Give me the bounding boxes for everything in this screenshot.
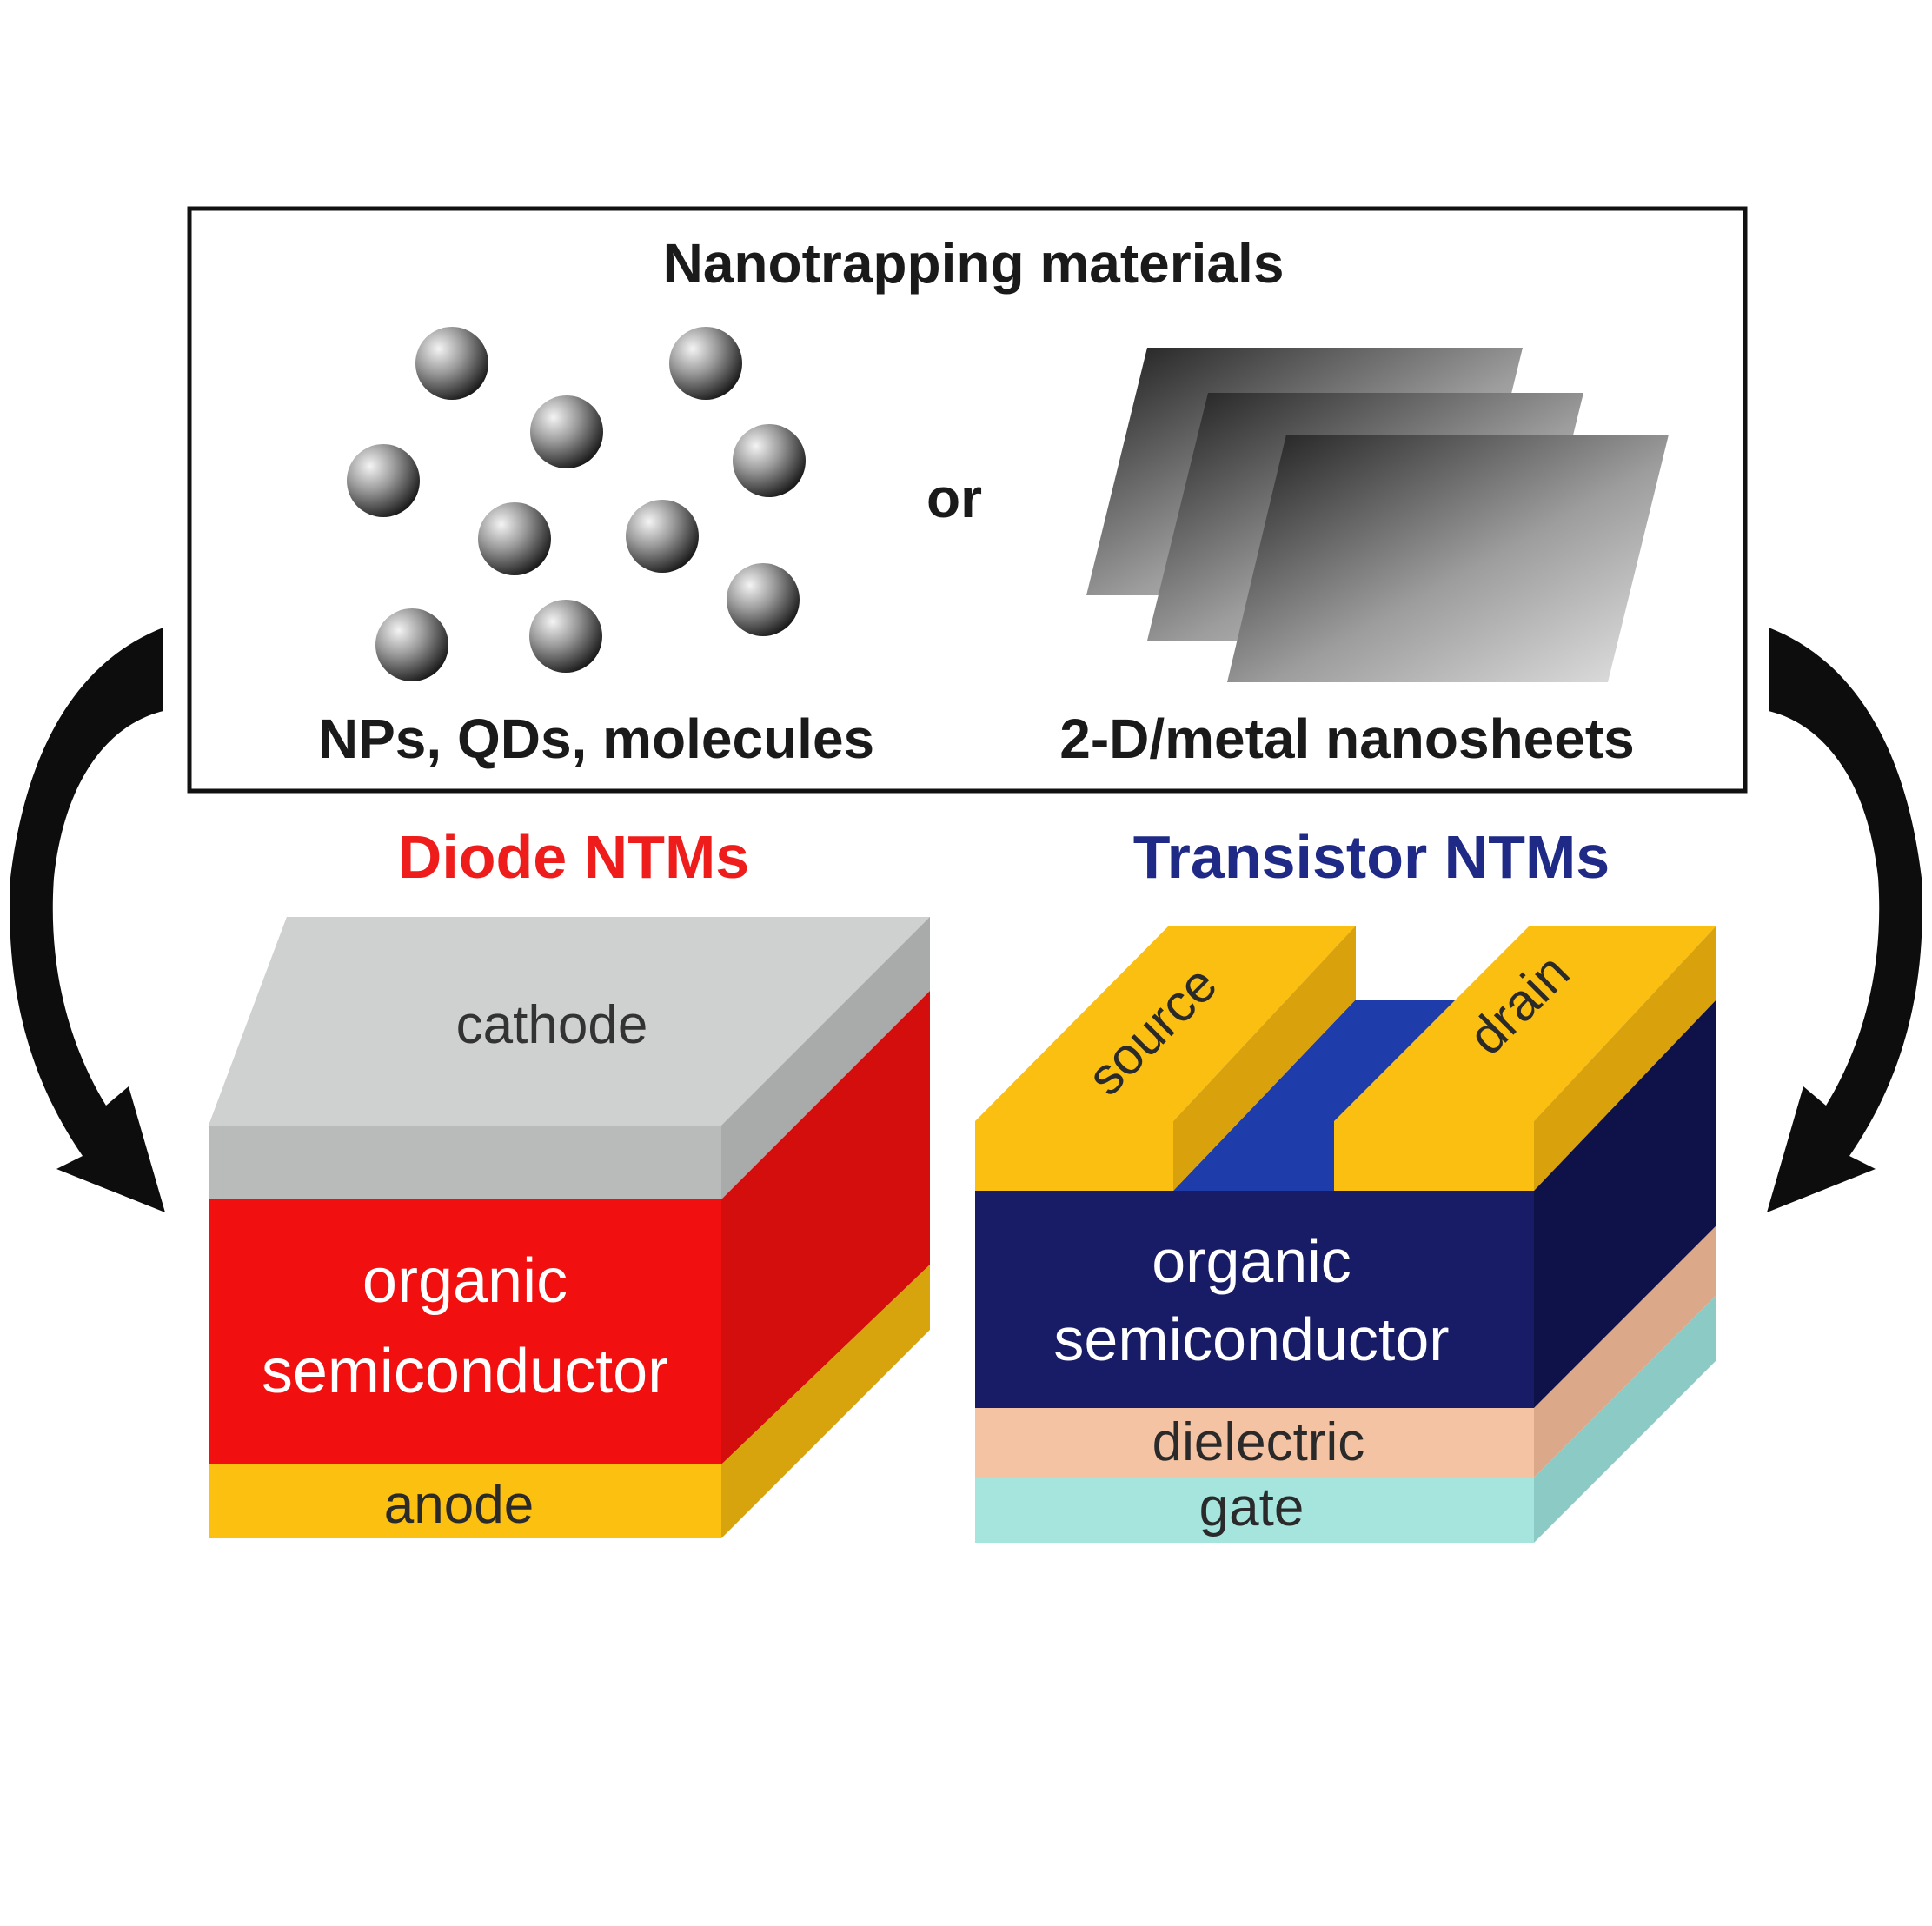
anode-front xyxy=(209,1464,721,1538)
transistor-semiconductor xyxy=(975,1000,1716,1408)
nanoparticle xyxy=(733,424,806,497)
nanoparticles xyxy=(347,327,806,681)
nanoparticle xyxy=(347,444,420,517)
diode-semiconductor-line1: organic xyxy=(362,1246,568,1316)
gate-label: gate xyxy=(1199,1478,1305,1537)
cathode-side xyxy=(721,917,930,1199)
gate-front xyxy=(975,1478,1534,1543)
materials-title: Nanotrapping materials xyxy=(663,232,1285,295)
sheets-label: 2-D/metal nanosheets xyxy=(1059,707,1635,770)
source-top xyxy=(975,926,1356,1121)
right-curved-arrow xyxy=(1767,628,1922,1212)
gate-side xyxy=(1534,1295,1716,1543)
drain-front xyxy=(1334,1121,1534,1191)
nanoparticle xyxy=(530,395,603,468)
particles-label: NPs, QDs, molecules xyxy=(318,707,874,770)
transistor-semiconductor-line2: semiconductor xyxy=(1053,1305,1449,1373)
nanoparticle xyxy=(415,327,488,400)
source-front xyxy=(975,1121,1173,1191)
nanoparticle xyxy=(478,502,551,575)
source-side xyxy=(1173,926,1356,1191)
dielectric-label: dielectric xyxy=(1152,1412,1365,1472)
transistor-title: Transistor NTMs xyxy=(1133,823,1610,891)
anode-label: anode xyxy=(384,1475,534,1535)
left-curved-arrow xyxy=(10,628,166,1212)
diode-semiconductor-front xyxy=(209,1199,721,1464)
nanoparticle xyxy=(529,600,602,673)
diode-semiconductor-line2: semiconductor xyxy=(262,1337,668,1406)
nanoparticle xyxy=(669,327,742,400)
nanoparticle xyxy=(727,563,800,636)
dielectric-front xyxy=(975,1408,1534,1478)
cathode-label: cathode xyxy=(456,995,648,1055)
diode-device xyxy=(209,917,930,1538)
cathode-front xyxy=(209,1126,721,1199)
anode-side xyxy=(721,1265,930,1538)
transistor-semiconductor-line1: organic xyxy=(1152,1227,1351,1295)
diode-title: Diode NTMs xyxy=(398,823,749,891)
or-label: or xyxy=(926,467,982,529)
transistor-device xyxy=(975,926,1716,1543)
transistor-semiconductor-side xyxy=(1534,1000,1716,1408)
diode-semiconductor-side xyxy=(721,991,930,1464)
cathode-top-face xyxy=(209,917,930,1126)
nanoparticle xyxy=(626,500,699,573)
nanoparticle xyxy=(375,608,448,681)
drain-top xyxy=(1334,926,1716,1121)
drain-side xyxy=(1534,926,1716,1191)
nanosheets xyxy=(1086,348,1669,682)
dielectric-side xyxy=(1534,1225,1716,1478)
nanosheet xyxy=(1227,435,1669,682)
